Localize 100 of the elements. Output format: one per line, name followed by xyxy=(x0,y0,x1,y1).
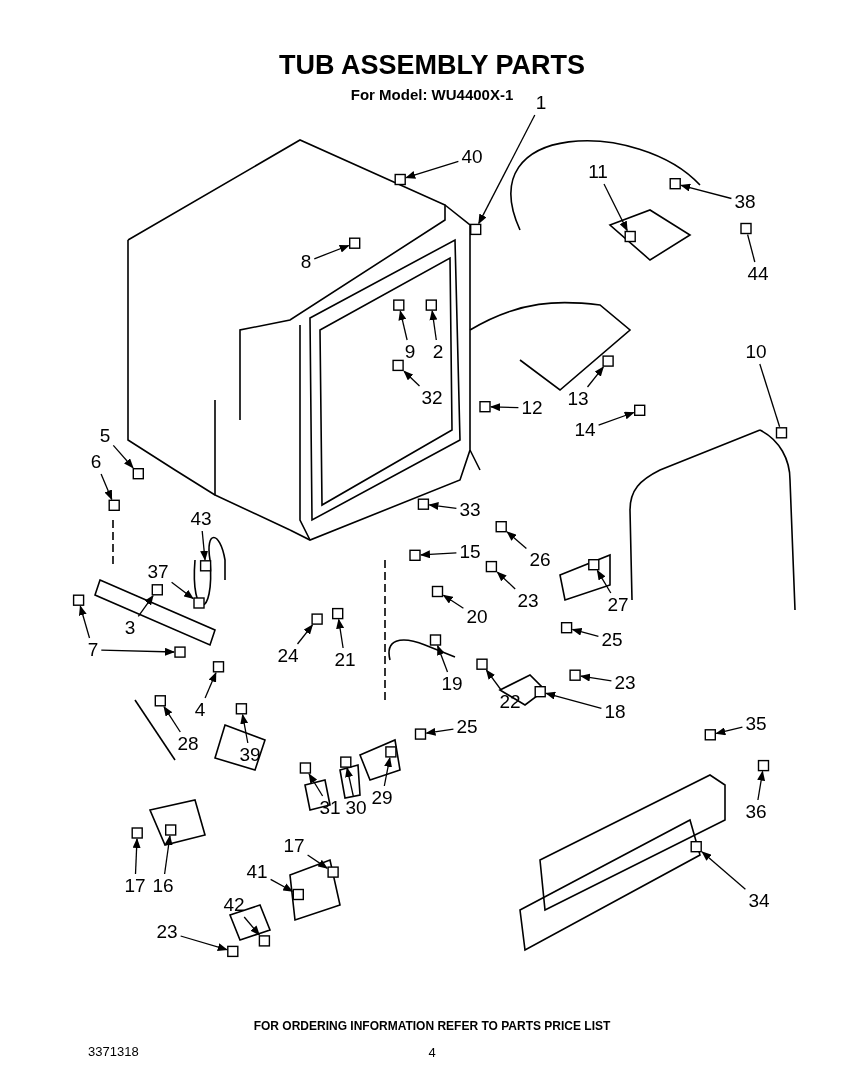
callout-number: 35 xyxy=(744,714,768,734)
part-icon xyxy=(385,746,397,758)
leader-line xyxy=(403,370,421,387)
leader-line xyxy=(78,605,91,639)
leader-line xyxy=(420,550,458,559)
leader-line xyxy=(137,595,154,618)
leader-line xyxy=(597,411,635,426)
part-icon xyxy=(495,521,507,533)
callout-number: 32 xyxy=(420,388,444,408)
callout-number: 30 xyxy=(344,798,368,818)
callout-number: 17 xyxy=(282,836,306,856)
leader-line xyxy=(269,878,294,892)
callout-number: 16 xyxy=(151,876,175,896)
callout-number: 44 xyxy=(746,264,770,284)
leader-line xyxy=(746,233,756,263)
leader-line xyxy=(701,851,747,890)
part-icon xyxy=(199,560,212,572)
leader-line xyxy=(383,756,392,787)
leader-line xyxy=(485,669,502,691)
part-icon xyxy=(174,646,186,658)
leader-line xyxy=(313,244,350,260)
callout-number: 9 xyxy=(403,342,417,362)
callout-number: 34 xyxy=(747,891,771,911)
callout-number: 14 xyxy=(573,420,597,440)
part-icon xyxy=(393,299,405,311)
leader-line xyxy=(204,671,217,699)
callout-number: 24 xyxy=(276,646,300,666)
callout-number: 42 xyxy=(222,895,246,915)
leader-line xyxy=(179,935,228,951)
callout-number: 33 xyxy=(458,500,482,520)
model-subtitle: For Model: WU4400X-1 xyxy=(350,86,514,103)
leader-line xyxy=(398,310,408,341)
leader-line xyxy=(506,531,528,550)
callout-number: 13 xyxy=(566,389,590,409)
part-icon xyxy=(414,728,427,740)
callout-number: 43 xyxy=(189,509,213,529)
part-icon xyxy=(669,178,681,190)
part-icon xyxy=(72,594,85,606)
leader-line xyxy=(243,916,260,936)
part-icon xyxy=(409,549,421,561)
callout-number: 36 xyxy=(744,802,768,822)
callout-number: 21 xyxy=(333,650,357,670)
part-icon xyxy=(417,498,430,510)
callout-number: 6 xyxy=(89,452,103,472)
callout-number: 25 xyxy=(600,630,624,650)
part-icon xyxy=(108,499,120,511)
part-icon xyxy=(757,759,770,772)
part-icon xyxy=(740,222,752,235)
part-icon xyxy=(131,827,143,839)
part-icon xyxy=(534,686,546,698)
diagram-title: TUB ASSEMBLY PARTS xyxy=(279,50,585,81)
part-icon xyxy=(151,584,163,596)
part-icon xyxy=(258,935,271,947)
callout-number: 41 xyxy=(245,862,269,882)
part-icon xyxy=(479,401,491,413)
part-icon xyxy=(154,695,166,707)
leader-line xyxy=(490,403,520,412)
leader-line xyxy=(496,571,516,590)
leader-line xyxy=(306,854,328,869)
leader-line xyxy=(596,569,612,594)
callout-number: 31 xyxy=(318,798,342,818)
ordering-note: FOR ORDERING INFORMATION REFER TO PARTS PRICE LIST xyxy=(253,1019,611,1033)
part-icon xyxy=(485,560,498,573)
callout-number: 37 xyxy=(146,562,170,582)
part-icon xyxy=(425,299,437,311)
callout-number: 4 xyxy=(193,700,207,720)
leader-line xyxy=(100,647,175,656)
part-icon xyxy=(624,230,636,243)
leader-line xyxy=(680,183,733,200)
callout-number: 1 xyxy=(534,93,548,113)
part-icon xyxy=(212,661,225,673)
part-icon xyxy=(394,173,406,186)
callout-number: 2 xyxy=(431,342,445,362)
callout-number: 28 xyxy=(176,734,200,754)
part-icon xyxy=(299,762,312,774)
part-icon xyxy=(569,669,581,681)
leader-line xyxy=(240,713,249,744)
part-icon xyxy=(340,756,352,768)
callout-number: 26 xyxy=(528,550,552,570)
part-icon xyxy=(690,841,702,853)
callout-number: 22 xyxy=(498,692,522,712)
document-number: 3371318 xyxy=(88,1044,139,1059)
callout-number: 40 xyxy=(460,147,484,167)
part-icon xyxy=(634,404,646,416)
leader-line xyxy=(405,160,460,179)
callout-number: 3 xyxy=(123,618,137,638)
leader-line xyxy=(442,594,465,609)
part-icon xyxy=(235,703,248,715)
part-icon xyxy=(476,658,488,670)
callout-number: 25 xyxy=(455,717,479,737)
part-icon xyxy=(227,945,239,958)
part-icon xyxy=(165,824,177,836)
callout-number: 20 xyxy=(465,607,489,627)
leader-line xyxy=(308,773,324,797)
part-icon xyxy=(292,888,304,901)
leader-line xyxy=(200,530,209,561)
leader-line xyxy=(163,705,181,733)
part-icon xyxy=(431,585,444,598)
callout-number: 11 xyxy=(587,162,609,182)
part-icon xyxy=(588,559,600,571)
